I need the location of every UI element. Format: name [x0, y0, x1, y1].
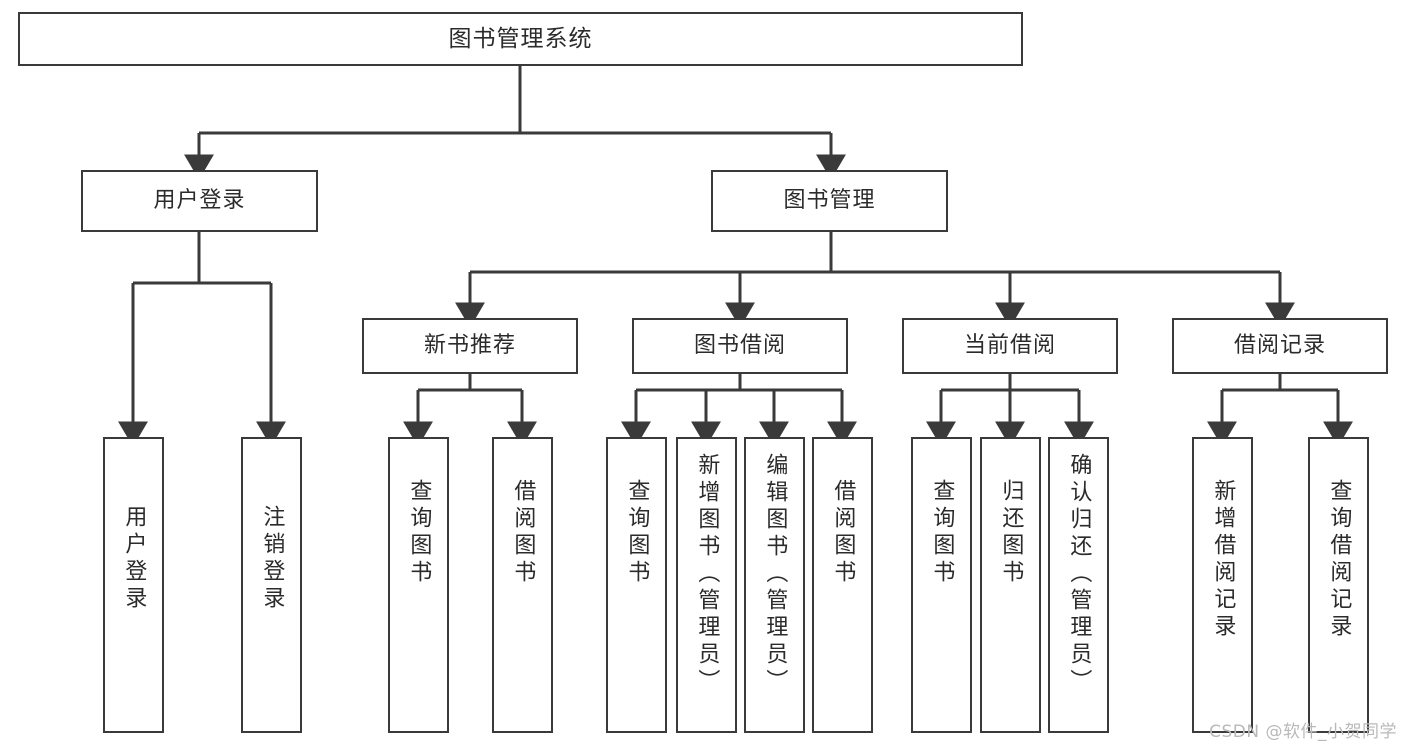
leaf-borrow-book-recommend[interactable]: 借阅图书	[492, 437, 553, 733]
node-label: 图书管理	[783, 188, 876, 213]
leaf-query-book-borrow[interactable]: 查询图书	[606, 437, 667, 733]
leaf-query-book-current[interactable]: 查询图书	[911, 437, 972, 733]
node-new-book-recommend[interactable]: 新书推荐	[362, 318, 578, 374]
leaf-label: 新增借阅记录	[1210, 479, 1236, 641]
leaf-user-login[interactable]: 用户登录	[103, 437, 164, 733]
node-root-book-management-system[interactable]: 图书管理系统	[18, 12, 1023, 66]
leaf-label: 新增图书（管理员）	[694, 453, 720, 696]
leaf-label: 编辑图书（管理员）	[762, 453, 788, 696]
leaf-label: 归还图书	[998, 479, 1024, 587]
leaf-borrow-book[interactable]: 借阅图书	[812, 437, 873, 733]
leaf-add-borrow-record[interactable]: 新增借阅记录	[1192, 437, 1253, 733]
node-label: 当前借阅	[963, 333, 1056, 358]
node-label: 图书管理系统	[448, 25, 593, 52]
leaf-label: 注销登录	[259, 505, 285, 613]
leaf-logout[interactable]: 注销登录	[241, 437, 302, 733]
node-book-management[interactable]: 图书管理	[711, 170, 948, 232]
leaf-label: 确认归还（管理员）	[1066, 453, 1092, 696]
leaf-edit-book-admin[interactable]: 编辑图书（管理员）	[744, 437, 805, 733]
leaf-label: 借阅图书	[510, 479, 536, 587]
leaf-return-book[interactable]: 归还图书	[980, 437, 1041, 733]
leaf-label: 查询图书	[929, 479, 955, 587]
leaf-confirm-return-admin[interactable]: 确认归还（管理员）	[1048, 437, 1109, 733]
node-user-login[interactable]: 用户登录	[81, 170, 318, 232]
leaf-label: 查询图书	[624, 479, 650, 587]
leaf-label: 用户登录	[121, 505, 147, 613]
node-label: 借阅记录	[1233, 333, 1326, 358]
node-borrow-record[interactable]: 借阅记录	[1172, 318, 1388, 374]
leaf-query-book-recommend[interactable]: 查询图书	[388, 437, 449, 733]
leaf-label: 查询图书	[406, 479, 432, 587]
node-current-borrow[interactable]: 当前借阅	[902, 318, 1118, 374]
node-label: 图书借阅	[693, 333, 786, 358]
node-label: 新书推荐	[423, 333, 516, 358]
leaf-label: 查询借阅记录	[1326, 479, 1352, 641]
node-book-borrow[interactable]: 图书借阅	[632, 318, 848, 374]
leaf-query-borrow-record[interactable]: 查询借阅记录	[1308, 437, 1369, 733]
leaf-label: 借阅图书	[830, 479, 856, 587]
node-label: 用户登录	[153, 188, 246, 213]
leaf-add-book-admin[interactable]: 新增图书（管理员）	[676, 437, 737, 733]
